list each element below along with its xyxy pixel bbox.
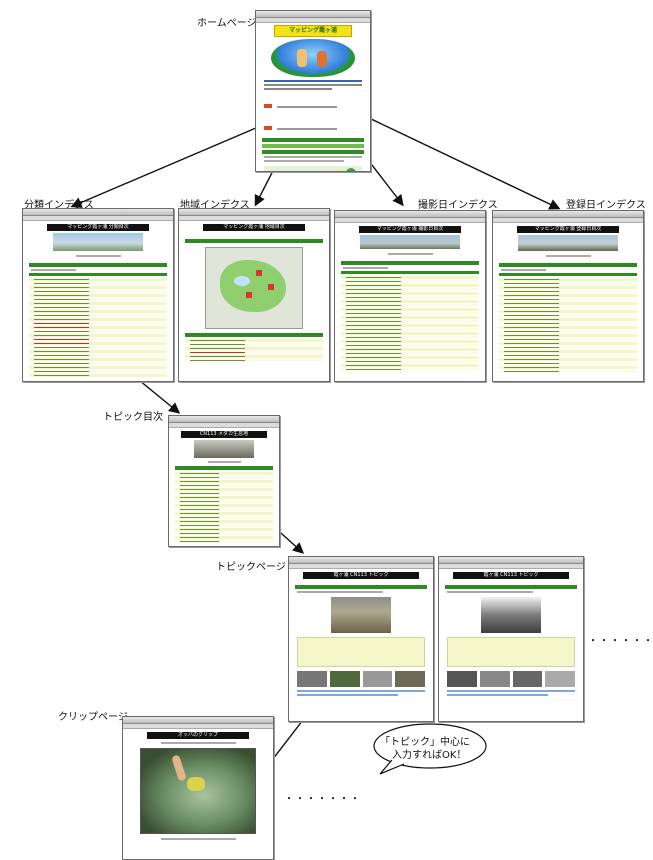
label-topic-toc: トピック目次 (103, 412, 163, 423)
category-index-screenshot: マッピング霞ヶ浦 分類目次 (22, 208, 174, 382)
topic-page-screenshot-2: 霞ヶ浦 CN113 トピック (438, 556, 584, 722)
label-register-date-index: 登録日インデクス (566, 200, 646, 211)
speech-bubble-line2: 入力すればOK！ (392, 750, 467, 761)
continuation-dots-topic: ・・・・・・・ (588, 636, 653, 647)
home-hero-image (271, 39, 355, 77)
label-map-index: 地域インデクス (180, 200, 250, 211)
topic-toc-screenshot: CN113 メダカ生息地 (168, 415, 280, 547)
label-clip-page: クリップページ (58, 712, 128, 723)
clip-page-screenshot: オッパのクリップ (122, 716, 274, 860)
label-category-index: 分類インデクス (24, 200, 94, 211)
label-shoot-date-index: 撮影日インデクス (418, 200, 498, 211)
speech-bubble (373, 723, 487, 775)
map-index-screenshot: マッピング霞ヶ浦 地域目次 (178, 208, 330, 382)
clip-photo (140, 748, 256, 834)
arrow-home-to-register-date (347, 107, 561, 210)
register-date-index-screenshot: マッピング霞ヶ浦 登録日目次 (492, 210, 644, 382)
topic-page-screenshot: 霞ヶ浦 CN113 トピック (288, 556, 434, 722)
home-banner: マッピング霞ヶ浦 (274, 25, 352, 37)
continuation-dots-clip: ・・・・・・・ (284, 794, 361, 805)
map-image (205, 247, 303, 329)
label-topic-page: トピックページ (216, 562, 286, 573)
speech-bubble-line1: 「トピック」中心に (380, 737, 470, 748)
home-page-screenshot: マッピング霞ヶ浦 (255, 10, 371, 172)
shoot-date-index-screenshot: マッピング霞ヶ浦 撮影日目次 (334, 210, 486, 382)
label-home: ホームページ (197, 18, 257, 29)
